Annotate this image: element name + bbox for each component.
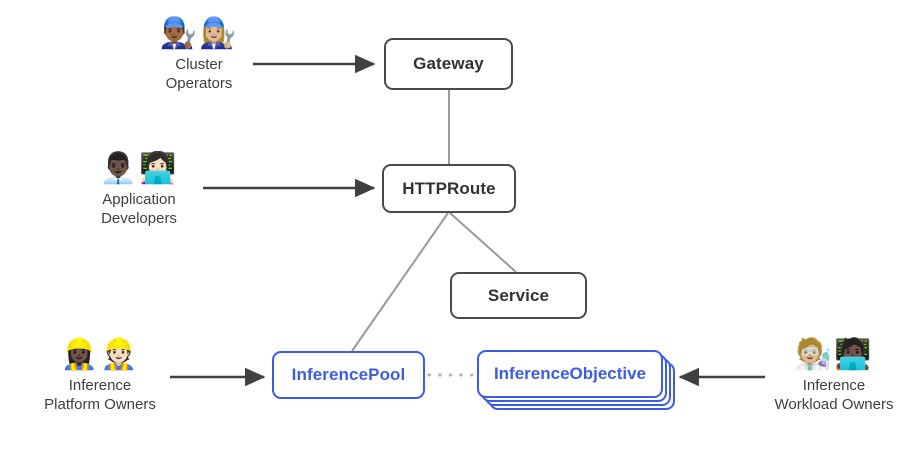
edge-httproute-service xyxy=(449,212,517,273)
node-httproute[interactable]: HTTPRoute xyxy=(382,164,516,213)
inference-workload-owners-icons: 🧑🏼‍🔬🧑🏿‍💻 xyxy=(794,337,874,372)
cluster-operators-label: Cluster Operators xyxy=(165,56,233,92)
actor-inference-platform-owners: 👷🏿‍♀️👷🏻 Inference Platform Owners xyxy=(25,337,175,414)
actor-cluster-operators: 👨🏾‍🔧👩🏼‍🔧 Cluster Operators xyxy=(143,16,255,93)
inference-platform-owners-label: Inference Platform Owners xyxy=(44,377,156,413)
node-inferencepool[interactable]: InferencePool xyxy=(272,351,425,399)
node-inferenceobjective-stack[interactable]: InferenceObjective xyxy=(477,350,677,412)
cluster-operators-icons: 👨🏾‍🔧👩🏼‍🔧 xyxy=(159,16,239,51)
node-gateway[interactable]: Gateway xyxy=(384,38,513,90)
application-developers-icons: 👨🏿‍💼👩🏻‍💻 xyxy=(99,151,179,186)
inference-workload-owners-label: Inference Workload Owners xyxy=(774,377,894,413)
node-service[interactable]: Service xyxy=(450,272,587,319)
edge-httproute-inferencepool xyxy=(351,212,449,352)
actor-inference-workload-owners: 🧑🏼‍🔬🧑🏿‍💻 Inference Workload Owners xyxy=(766,337,902,414)
application-developers-label: Application Developers xyxy=(101,191,177,227)
node-inferenceobjective[interactable]: InferenceObjective xyxy=(477,350,663,398)
actor-application-developers: 👨🏿‍💼👩🏻‍💻 Application Developers xyxy=(79,151,199,228)
inference-platform-owners-icons: 👷🏿‍♀️👷🏻 xyxy=(60,337,140,372)
